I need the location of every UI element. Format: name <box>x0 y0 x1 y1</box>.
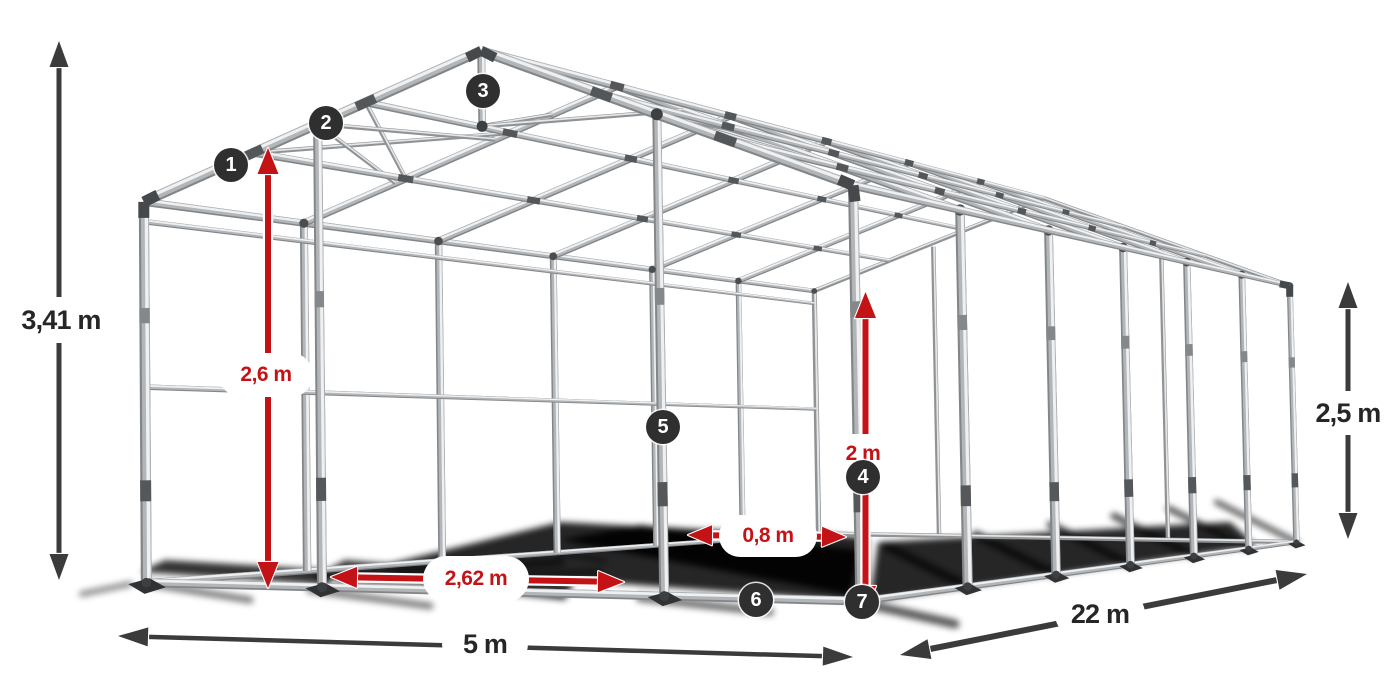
callout-5: 5 <box>646 410 680 444</box>
frame-tubes <box>128 46 1306 613</box>
callout-2: 2 <box>309 106 343 140</box>
dimension-label-length: 22 m <box>1057 592 1143 636</box>
dimension-label-side-wall-height: 2,5 m <box>1301 393 1395 433</box>
dimension-label-entrance-width: 2,62 m <box>425 558 527 600</box>
dimension-label-leg-height: 2 m <box>824 436 902 472</box>
dimension-label-total-height: 3,41 m <box>10 299 112 341</box>
callout-6: 6 <box>739 583 773 617</box>
dimension-label-ridge-clearance: 2,6 m <box>221 355 311 395</box>
callout-1: 1 <box>214 148 248 182</box>
callout-7: 7 <box>845 585 879 619</box>
callout-4: 4 <box>846 460 880 494</box>
dimension-label-width: 5 m <box>444 624 526 664</box>
callout-3: 3 <box>466 74 500 108</box>
dimension-label-side-offset: 0,8 m <box>721 517 815 555</box>
